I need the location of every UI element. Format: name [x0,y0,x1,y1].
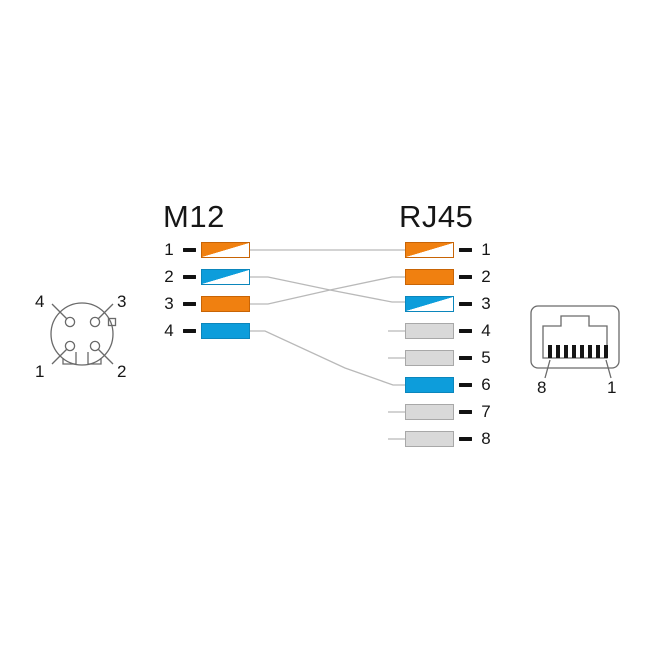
rj45-pin-row: 4 [405,322,493,340]
wire-m12-3-to-rj45-2 [247,276,405,305]
m12-pin-row: 1 [162,241,250,259]
rj45-pin-number: 4 [481,321,491,340]
terminal-dash-icon [459,248,472,252]
terminal-dash-icon [459,329,472,333]
rj45-pin-row: 3 [405,295,493,313]
terminal-dash-icon [459,356,472,360]
rj45-heading: RJ45 [399,199,474,234]
terminal-dash-icon [183,275,196,279]
m12-wire-swatch [201,242,250,258]
rj45-pin-number: 1 [481,240,491,259]
terminal-dash-icon [459,302,472,306]
terminal-dash-icon [183,248,196,252]
rj45-pin-row: 7 [405,403,493,421]
rj45-pin-number: 2 [481,267,491,286]
rj45-jack-left-label: 8 [537,378,547,397]
rj45-pin-row: 5 [405,349,493,367]
rj45-wire-swatch [405,296,454,312]
rj45-pin-row: 2 [405,268,493,286]
m12-wire-swatch [201,269,250,285]
rj45-pin-number: 3 [481,294,491,313]
terminal-dash-icon [459,383,472,387]
m12-wire-swatch [201,296,250,312]
terminal-dash-icon [459,275,472,279]
m12-pin-row: 3 [162,295,250,313]
rj45-pin-row: 1 [405,241,493,259]
m12-wire-swatch [201,323,250,339]
rj45-wire-swatch [405,323,454,339]
rj45-wire-swatch [405,431,454,447]
m12-pin-number: 3 [164,294,174,313]
rj45-wire-swatch [405,404,454,420]
m12-pin-row: 2 [162,268,250,286]
m12-pin-number: 1 [164,240,174,259]
m12-pin-number: 4 [164,321,174,340]
m12-pin-row: 4 [162,322,250,340]
m12-hole-label-4: 4 [35,292,45,311]
terminal-dash-icon [459,437,472,441]
rj45-wire-swatch [405,350,454,366]
m12-pin-number: 2 [164,267,174,286]
rj45-pin-number: 7 [481,402,491,421]
terminal-dash-icon [183,302,196,306]
m12-hole-label-1: 1 [35,362,45,381]
rj45-pin-number: 5 [481,348,491,367]
rj45-pin-number: 6 [481,375,491,394]
rj45-jack-right-label: 1 [607,378,617,397]
m12-heading: M12 [163,199,225,234]
terminal-dash-icon [459,410,472,414]
wire-m12-2-to-rj45-3 [247,276,405,303]
rj45-wire-swatch [405,377,454,393]
rj45-pin-row: 8 [405,430,493,448]
rj45-wire-swatch [405,269,454,285]
m12-hole-label-2: 2 [117,362,127,381]
rj45-wire-swatch [405,242,454,258]
wire-m12-4-to-rj45-6 [247,330,405,386]
rj45-pin-row: 6 [405,376,493,394]
m12-hole-label-3: 3 [117,292,127,311]
terminal-dash-icon [183,329,196,333]
rj45-pin-number: 8 [481,429,491,448]
